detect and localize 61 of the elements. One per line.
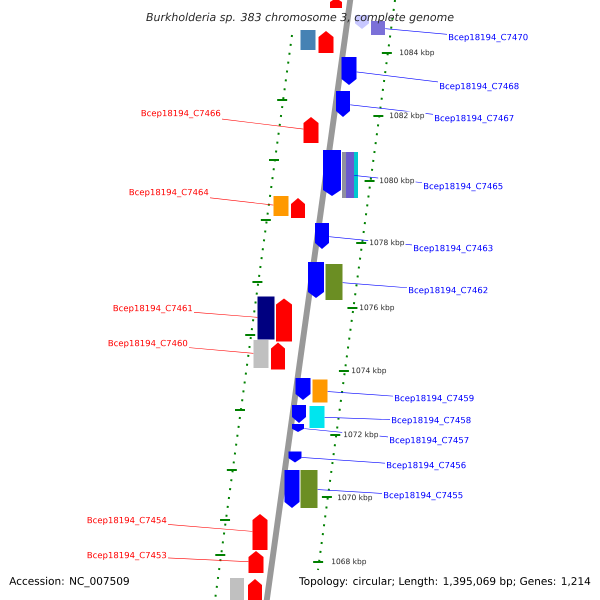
gene-glyph [248, 579, 262, 600]
gene-label: Bcep18194_C7459 [395, 394, 474, 404]
footer-text: Topology: circular; Length: 1,395,069 bp; Genes: 1,214 [298, 576, 592, 588]
gene-glyph [300, 30, 316, 50]
leader-line [301, 457, 386, 464]
gene-glyph [296, 378, 310, 400]
gene-label: Bcep18194_C7458 [392, 416, 471, 426]
gene-label: Bcep18194_C7455 [384, 492, 462, 500]
gene-glyph [310, 406, 324, 428]
gene-label: Bcep18194_C7457 [390, 436, 468, 446]
gene-glyph [292, 424, 304, 432]
gene-label: Bcep18194_C7454 [88, 516, 166, 526]
gene-glyph [291, 198, 305, 218]
leader-line [210, 197, 274, 206]
gene-glyph [274, 196, 288, 216]
title: Burkholderia sp. 383 chromosome 3, complete genome [146, 12, 454, 24]
gene-label: Bcep18194_C7456 [387, 462, 466, 470]
gene-glyph [323, 150, 341, 196]
gene-glyph [271, 342, 285, 370]
gene-glyph [300, 470, 318, 508]
leader-line [194, 312, 258, 318]
gene-glyph [248, 551, 264, 573]
gene-glyph [258, 296, 274, 340]
gene-glyph [308, 262, 324, 298]
leader-line [168, 524, 253, 532]
gene-glyph [276, 298, 292, 342]
leader-line [384, 28, 448, 35]
leader-line [188, 347, 254, 354]
gene-glyph [284, 470, 300, 508]
gene-label: Bcep18194_C7468 [440, 82, 519, 92]
gene-label: Bcep18194_C7466 [142, 110, 220, 118]
gene-glyph [312, 380, 328, 402]
gene-glyph [288, 452, 302, 462]
gene-glyph [315, 223, 329, 249]
gene-glyph [336, 91, 350, 117]
gene-glyph [252, 514, 268, 550]
footer-text: Accession: NC_007509 [9, 576, 129, 588]
gene-label: Bcep18194_C7453 [88, 552, 166, 560]
leader-line [342, 282, 408, 288]
gene-label: Bcep18194_C7465 [424, 182, 502, 192]
leader-line [327, 391, 394, 396]
gene-glyph [342, 152, 358, 198]
leader-line [324, 416, 390, 420]
leader-line [222, 118, 304, 130]
gene-glyph [230, 578, 244, 600]
leader-line [168, 558, 249, 562]
gene-label: Bcep18194_C7460 [108, 340, 188, 348]
gene-label: Bcep18194_C7464 [130, 188, 208, 198]
leader-line [317, 489, 382, 494]
gene-label: Bcep18194_C7467 [435, 114, 514, 124]
gene-label: Bcep18194_C7462 [409, 286, 488, 296]
gene-glyph [342, 57, 356, 85]
gene-glyph [318, 31, 334, 53]
gene-glyph [304, 117, 318, 143]
gene-glyph [254, 340, 268, 368]
gene-label: Bcep18194_C7470 [449, 34, 528, 42]
gene-glyph [326, 264, 342, 300]
leader-line [356, 72, 438, 82]
gene-label: Bcep18194_C7461 [114, 304, 192, 314]
gene-label: Bcep18194_C7463 [414, 244, 492, 254]
gene-glyph [330, 0, 342, 8]
